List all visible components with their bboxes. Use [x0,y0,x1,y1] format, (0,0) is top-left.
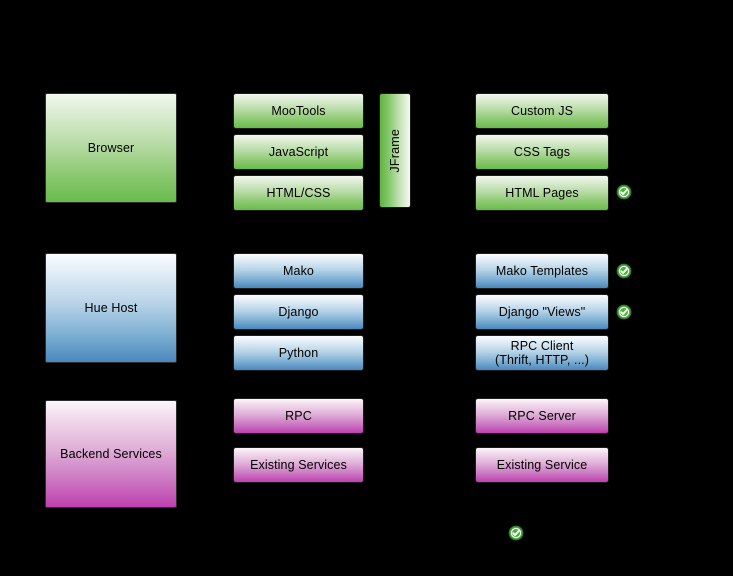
stack-item-rpc[interactable]: RPC [233,398,364,434]
check-badge-icon-legend [508,525,524,541]
jframe-label: JFrame [388,128,402,173]
detail-item-css-tags[interactable]: CSS Tags [475,134,609,170]
check-badge-icon-mako-templates [616,263,632,279]
tier-label-browser: Browser [87,141,135,155]
tier-label-hue-host: Hue Host [84,301,138,315]
stack-item-python[interactable]: Python [233,335,364,371]
stack-label-mako: Mako [283,264,314,278]
stack-label-html-css: HTML/CSS [266,186,331,200]
stack-item-existing-services[interactable]: Existing Services [233,447,364,483]
stack-item-javascript[interactable]: JavaScript [233,134,364,170]
detail-item-rpc-server[interactable]: RPC Server [475,398,609,434]
detail-label-html-pages: HTML Pages [505,186,579,200]
detail-label-rpc-client: RPC Client (Thrift, HTTP, ...) [494,339,590,367]
stack-label-mootools: MooTools [271,104,326,118]
detail-item-django-views[interactable]: Django "Views" [475,294,609,330]
detail-item-existing-service[interactable]: Existing Service [475,447,609,483]
detail-item-custom-js[interactable]: Custom JS [475,93,609,129]
check-badge-icon-django-views [616,304,632,320]
jframe-block[interactable]: JFrame [379,93,411,208]
check-badge-icon-html-pages [616,184,632,200]
stack-label-javascript: JavaScript [268,145,329,159]
detail-item-html-pages[interactable]: HTML Pages [475,175,609,211]
detail-item-rpc-client[interactable]: RPC Client (Thrift, HTTP, ...) [475,335,609,371]
tier-block-browser[interactable]: Browser [45,93,177,203]
detail-label-django-views: Django "Views" [498,305,586,319]
detail-item-mako-templates[interactable]: Mako Templates [475,253,609,289]
stack-item-html-css[interactable]: HTML/CSS [233,175,364,211]
detail-label-existing-service: Existing Service [496,458,588,472]
stack-label-rpc: RPC [285,409,312,423]
detail-label-mako-templates: Mako Templates [495,264,589,278]
detail-label-css-tags: CSS Tags [513,145,571,159]
detail-label-custom-js: Custom JS [510,104,574,118]
stack-item-mootools[interactable]: MooTools [233,93,364,129]
stack-label-django: Django [278,305,319,319]
detail-label-rpc-server: RPC Server [508,409,576,423]
tier-block-backend-services[interactable]: Backend Services [45,400,177,508]
stack-label-python: Python [278,346,319,360]
tier-label-backend-services: Backend Services [60,447,162,461]
stack-label-existing-services: Existing Services [250,458,347,472]
stack-item-mako[interactable]: Mako [233,253,364,289]
stack-item-django[interactable]: Django [233,294,364,330]
tier-block-hue-host[interactable]: Hue Host [45,253,177,363]
